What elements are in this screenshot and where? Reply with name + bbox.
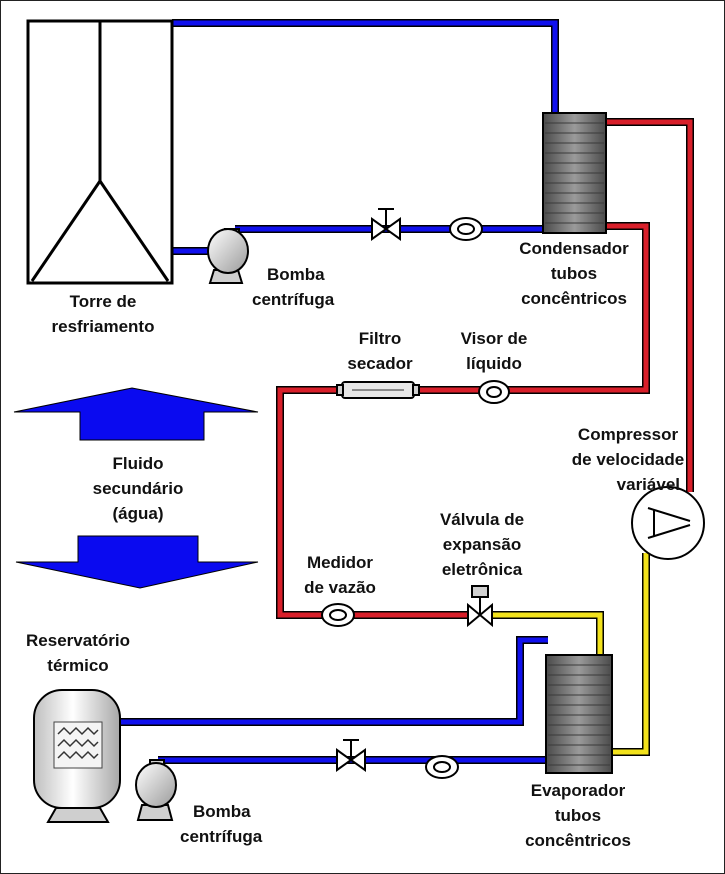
label-evaporador-3: concêntricos xyxy=(525,831,631,850)
label-torre-2: resfriamento xyxy=(52,317,155,336)
label-reservatorio-1: Reservatório xyxy=(26,631,130,650)
water-pipes xyxy=(120,19,559,764)
label-bomba-top-2: centrífuga xyxy=(252,290,335,309)
label-condensador-2: tubos xyxy=(551,264,597,283)
expansion-to-evaporator-line xyxy=(485,612,603,658)
label-compressor-2: de velocidade xyxy=(572,450,684,469)
cooling-tower xyxy=(26,19,174,285)
labels: Torre de resfriamento Bomba centrífuga C… xyxy=(26,239,684,850)
pump-top xyxy=(207,228,249,284)
expansion-valve xyxy=(467,585,493,628)
valve-top xyxy=(371,208,401,241)
label-visor-2: líquido xyxy=(466,354,522,373)
suction-line xyxy=(612,553,649,755)
refrigerant-cold-pipes xyxy=(485,553,650,756)
label-medidor-2: de vazão xyxy=(304,578,376,597)
label-evaporador-2: tubos xyxy=(555,806,601,825)
label-bomba-bot-1: Bomba xyxy=(193,802,251,821)
arrow-down-icon xyxy=(15,535,259,589)
flowmeter-top xyxy=(449,217,483,241)
label-bomba-bot-2: centrífuga xyxy=(180,827,263,846)
pump-bottom xyxy=(135,759,177,821)
label-fluido-2: secundário xyxy=(93,479,184,498)
label-fluido-3: (água) xyxy=(113,504,164,523)
sight-glass xyxy=(478,380,510,404)
thermal-reservoir xyxy=(33,689,121,823)
label-compressor-1: Compressor xyxy=(578,425,679,444)
label-filtro-1: Filtro xyxy=(359,329,402,348)
label-evaporador-1: Evaporador xyxy=(531,781,626,800)
condenser xyxy=(542,112,607,234)
refrigerant-flowmeter xyxy=(321,603,355,627)
label-valvula-3: eletrônica xyxy=(442,560,523,579)
label-bomba-top-1: Bomba xyxy=(267,265,325,284)
water-pipe-tower-to-condenser xyxy=(172,19,559,116)
discharge-line xyxy=(606,119,693,492)
refrigerant-hot-pipes xyxy=(276,118,694,619)
filter-drier xyxy=(336,381,420,399)
label-filtro-2: secador xyxy=(347,354,413,373)
valve-bottom xyxy=(336,739,366,772)
label-reservatorio-2: térmico xyxy=(47,656,108,675)
evaporator xyxy=(545,654,613,774)
flowmeter-bottom xyxy=(425,755,459,779)
arrow-up-icon xyxy=(13,387,259,441)
water-pipe-reservoir-to-evaporator xyxy=(120,637,548,725)
compressor xyxy=(631,486,705,560)
liquid-line xyxy=(277,223,649,618)
label-compressor-3: variável xyxy=(617,475,680,494)
label-valvula-2: expansão xyxy=(443,535,521,554)
label-medidor-1: Medidor xyxy=(307,553,373,572)
label-fluido-1: Fluido xyxy=(113,454,164,473)
label-condensador-3: concêntricos xyxy=(521,289,627,308)
label-valvula-1: Válvula de xyxy=(440,510,524,529)
label-visor-1: Visor de xyxy=(461,329,528,348)
label-torre-1: Torre de xyxy=(70,292,137,311)
label-condensador-1: Condensador xyxy=(519,239,629,258)
